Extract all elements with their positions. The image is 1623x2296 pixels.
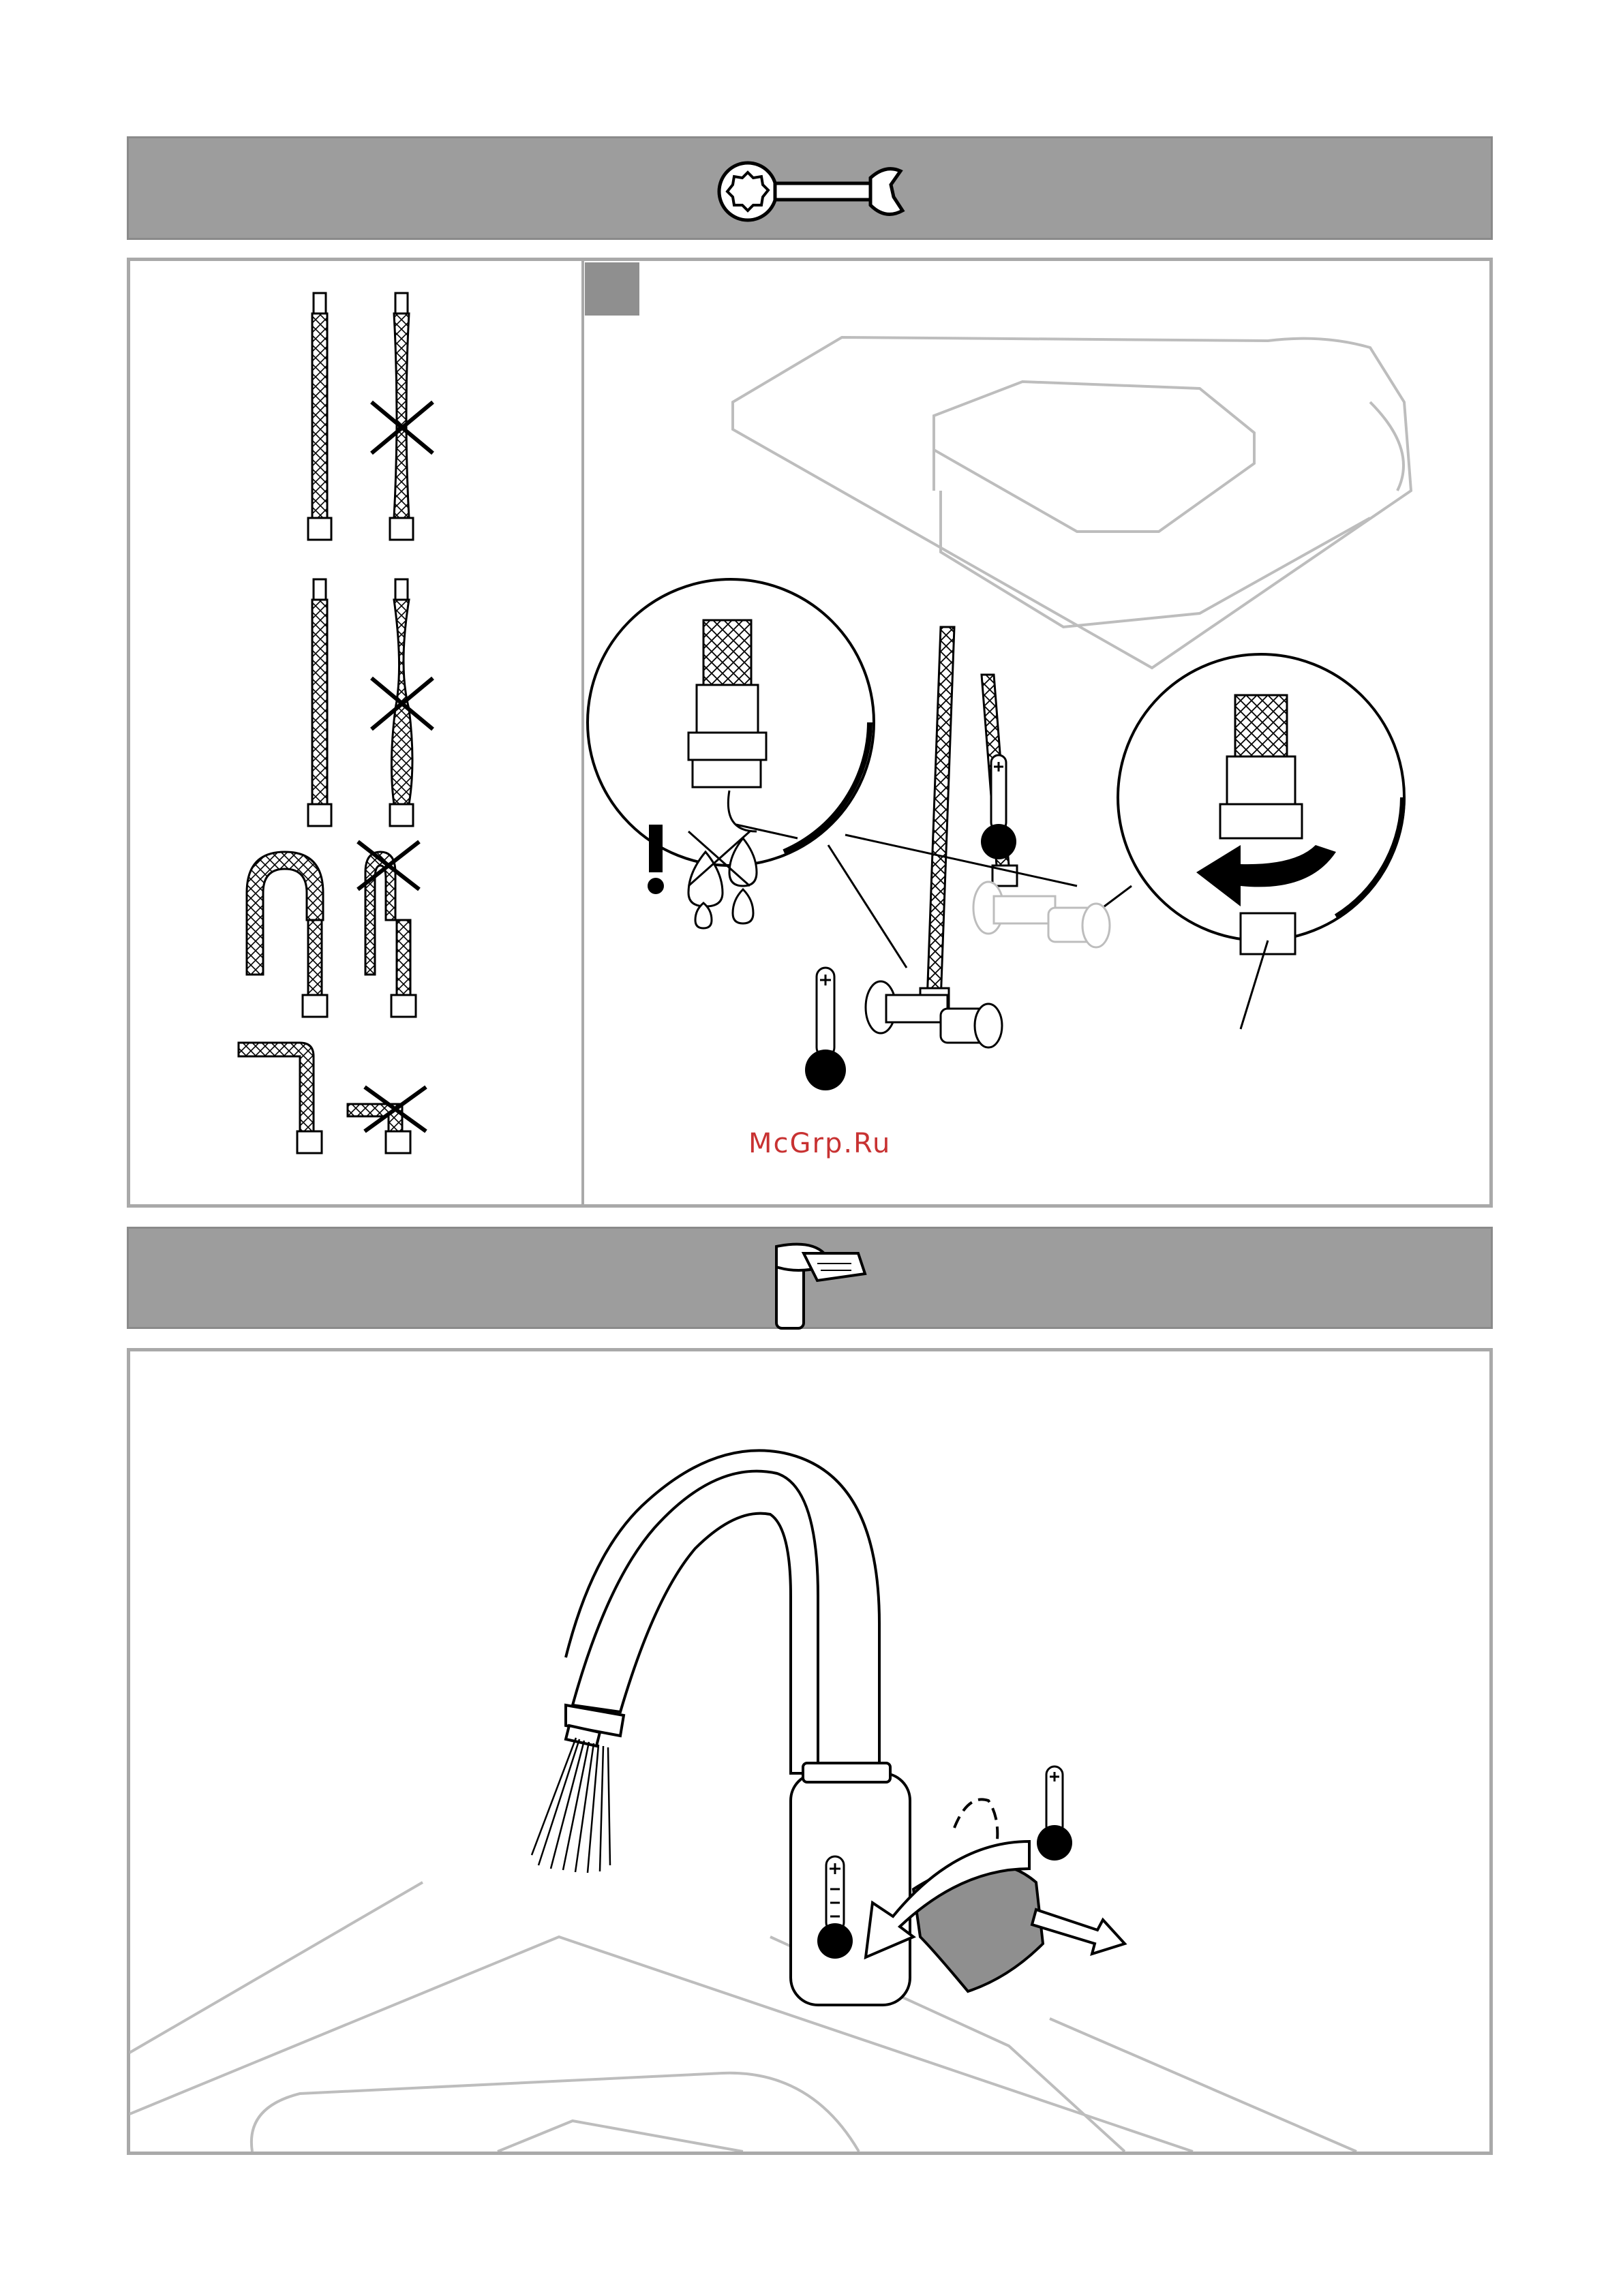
thermometer-hot-icon-2 xyxy=(1037,1766,1072,1861)
wrench-icon xyxy=(715,157,906,226)
sink-countertop xyxy=(733,337,1411,668)
angle-valve-right xyxy=(973,882,1110,947)
sink-outline xyxy=(130,1882,1356,2152)
thermometer-cold-icon xyxy=(805,968,846,1090)
watermark: McGrp.Ru xyxy=(748,1128,891,1159)
hose-straight-good-2 xyxy=(308,579,331,826)
hose-bend-good xyxy=(247,852,327,1017)
panel-divider xyxy=(581,258,584,1208)
hose-angle-bad xyxy=(348,1087,426,1153)
hose-twisted-bad-2 xyxy=(371,579,433,826)
water-spray xyxy=(532,1738,610,1873)
hose-straight-good-1 xyxy=(308,293,331,540)
hose-twisted-bad-1 xyxy=(371,293,433,540)
thermometer-hot-icon xyxy=(981,755,1016,859)
faucet xyxy=(566,1450,910,2005)
care-header-band xyxy=(127,1227,1493,1329)
hose-angle-good xyxy=(239,1043,322,1153)
hose-bend-bad xyxy=(358,842,419,1017)
hose-bend-rules xyxy=(232,831,477,1186)
tighten-detail-circle xyxy=(1118,654,1404,1029)
faucet-cleaning-icon xyxy=(756,1233,872,1328)
installation-header-band xyxy=(127,136,1493,240)
installation-scene xyxy=(586,286,1486,1199)
leak-detail-circle xyxy=(588,579,874,928)
faucet-operation-scene xyxy=(130,1351,1489,2152)
pull-arrow-icon xyxy=(1032,1910,1125,1954)
exclamation-icon xyxy=(649,825,663,872)
